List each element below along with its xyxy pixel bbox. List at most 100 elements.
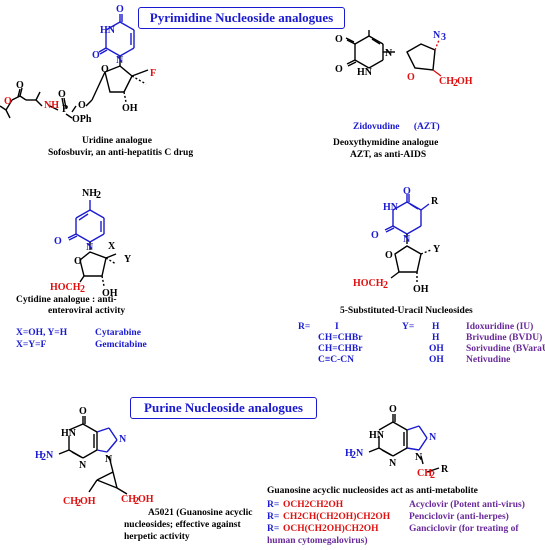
svg-text:O: O xyxy=(79,406,87,417)
sofosbuvir-caption-2: Sofosbuvir, an anti-hepatitis C drug xyxy=(48,148,194,158)
svg-text:O: O xyxy=(407,72,415,83)
svg-text:OH: OH xyxy=(80,496,96,507)
svg-text:3: 3 xyxy=(441,32,446,43)
uracil5-caption: 5-Substituted-Uracil Nucleosides xyxy=(340,306,473,316)
svg-text:O: O xyxy=(92,50,100,61)
svg-text:N: N xyxy=(415,452,423,463)
azt-abbr-text: (AZT) xyxy=(413,122,440,132)
svg-text:N: N xyxy=(429,432,437,443)
svg-text:O: O xyxy=(78,100,86,111)
svg-text:N: N xyxy=(356,448,364,459)
svg-text:O: O xyxy=(403,186,411,197)
uracil5-y-label: Y= xyxy=(402,322,415,332)
svg-text:N: N xyxy=(105,454,113,465)
svg-text:R: R xyxy=(431,196,439,207)
svg-text:2: 2 xyxy=(453,78,458,89)
svg-text:H: H xyxy=(345,448,353,459)
svg-text:HN: HN xyxy=(357,67,373,78)
acyclic-caption: Guanosine acyclic nucleosides act as ant… xyxy=(267,486,478,496)
svg-text:HN: HN xyxy=(383,202,399,213)
uracil5-row-1-r: CH=CHBr xyxy=(318,333,363,343)
svg-text:2: 2 xyxy=(80,284,85,295)
svg-text:O: O xyxy=(371,230,379,241)
acyclic-row-2-r: OCH(CH2OH)CH2OH xyxy=(283,524,379,534)
svg-text:N: N xyxy=(433,30,441,41)
acyclic-row-0-r: OCH2CH2OH xyxy=(283,500,344,510)
svg-text:CH: CH xyxy=(63,496,78,507)
svg-text:F: F xyxy=(150,68,156,79)
uracil5-row-0-r: I xyxy=(335,322,339,332)
azt-caption-1: Deoxythymidine analogue xyxy=(333,138,439,148)
svg-text:N: N xyxy=(116,55,124,66)
svg-text:CH: CH xyxy=(439,76,454,87)
azt-caption-2: AZT, as anti-AIDS xyxy=(350,150,427,160)
svg-text:HN: HN xyxy=(61,428,77,439)
a5021-caption-3: herpetic activity xyxy=(124,532,190,542)
svg-text:HOCH: HOCH xyxy=(50,282,81,293)
svg-text:OH: OH xyxy=(102,288,118,299)
svg-text:O: O xyxy=(389,404,397,415)
azt-name: Zidovudine (AZT) xyxy=(353,122,440,133)
cytidine-row-1-drug: Gemcitabine xyxy=(95,340,147,350)
svg-text:2: 2 xyxy=(351,450,356,461)
svg-text:R: R xyxy=(441,464,449,475)
svg-text:2: 2 xyxy=(76,498,81,509)
acyclic-row-2-drug: Ganciclovir (for treating of xyxy=(409,524,519,534)
sofosbuvir-caption-1: Uridine analogue xyxy=(82,136,152,146)
svg-text:H: H xyxy=(35,450,43,461)
pyrimidine-header: Pyrimidine Nucleoside analogues xyxy=(138,7,345,29)
svg-text:OH: OH xyxy=(122,103,138,114)
svg-text:N: N xyxy=(46,450,54,461)
azt-name-text: Zidovudine xyxy=(353,122,400,132)
svg-text:P: P xyxy=(62,104,68,115)
uracil5-row-2-drug: Sorivudine (BVaraU) xyxy=(466,344,545,354)
svg-text:N: N xyxy=(403,234,411,245)
svg-text:2: 2 xyxy=(430,470,435,481)
svg-text:O: O xyxy=(385,250,393,261)
acyclic-drug-continuation: human cytomegalovirus) xyxy=(267,536,368,546)
svg-text:2: 2 xyxy=(383,280,388,291)
svg-text:N: N xyxy=(79,460,87,471)
svg-text:X: X xyxy=(108,241,116,252)
guanosine-acyclic-structure: O HN H 2 N N N N CH 2 R xyxy=(345,404,449,481)
svg-text:Y: Y xyxy=(433,244,441,255)
acyclic-row-0-drug: Acyclovir (Potent anti-virus) xyxy=(409,500,525,510)
svg-text:OPh: OPh xyxy=(72,114,92,125)
sofosbuvir-structure: O O HN N O F OH O P O OPh NH O O xyxy=(0,4,156,125)
uracil5-r-label: R= xyxy=(298,322,311,332)
acyclic-row-1-drug: Penciclovir (anti-herpes) xyxy=(409,512,509,522)
svg-text:O: O xyxy=(116,4,124,15)
acyclic-row-1-r: CH2CH(CH2OH)CH2OH xyxy=(283,512,391,522)
a5021-structure: O HN H 2 N N N N CH 2 OH CH 2 OH xyxy=(35,406,154,509)
svg-text:2: 2 xyxy=(134,496,139,507)
svg-text:2: 2 xyxy=(41,452,46,463)
svg-text:O: O xyxy=(4,96,12,107)
uracil5-row-3-r: C≡C-CN xyxy=(318,355,355,365)
acyclic-row-1-label: R= xyxy=(267,512,280,522)
svg-text:O: O xyxy=(101,64,109,75)
uracil5-row-1-y: H xyxy=(432,333,440,343)
uracil5-row-0-drug: Idoxuridine (IU) xyxy=(466,322,534,332)
svg-text:HN: HN xyxy=(369,430,385,441)
svg-text:O: O xyxy=(58,89,66,100)
svg-text:CH: CH xyxy=(121,494,136,505)
cytidine-caption-1: Cytidine analogue : anti- xyxy=(16,295,117,305)
uracil5-row-3-drug: Netivudine xyxy=(466,355,511,365)
svg-text:N: N xyxy=(86,242,94,253)
svg-text:NH: NH xyxy=(44,100,59,111)
svg-text:OH: OH xyxy=(457,76,473,87)
uracil5-structure: O R HN O N O Y OH HOCH 2 xyxy=(353,186,441,295)
svg-text:HN: HN xyxy=(100,25,116,36)
cytidine-structure: NH 2 O N X Y O OH HOCH 2 xyxy=(50,188,132,299)
svg-text:O: O xyxy=(335,34,343,45)
svg-text:NH: NH xyxy=(82,188,97,199)
svg-text:N: N xyxy=(389,458,397,469)
svg-text:OH: OH xyxy=(138,494,154,505)
svg-text:Y: Y xyxy=(124,254,132,265)
svg-text:N: N xyxy=(119,434,127,445)
acyclic-row-2-label: R= xyxy=(267,524,280,534)
azt-structure: O O HN N O N 3 CH 2 OH xyxy=(335,30,473,89)
svg-text:2: 2 xyxy=(96,190,101,201)
purine-header: Purine Nucleoside analogues xyxy=(130,397,317,419)
